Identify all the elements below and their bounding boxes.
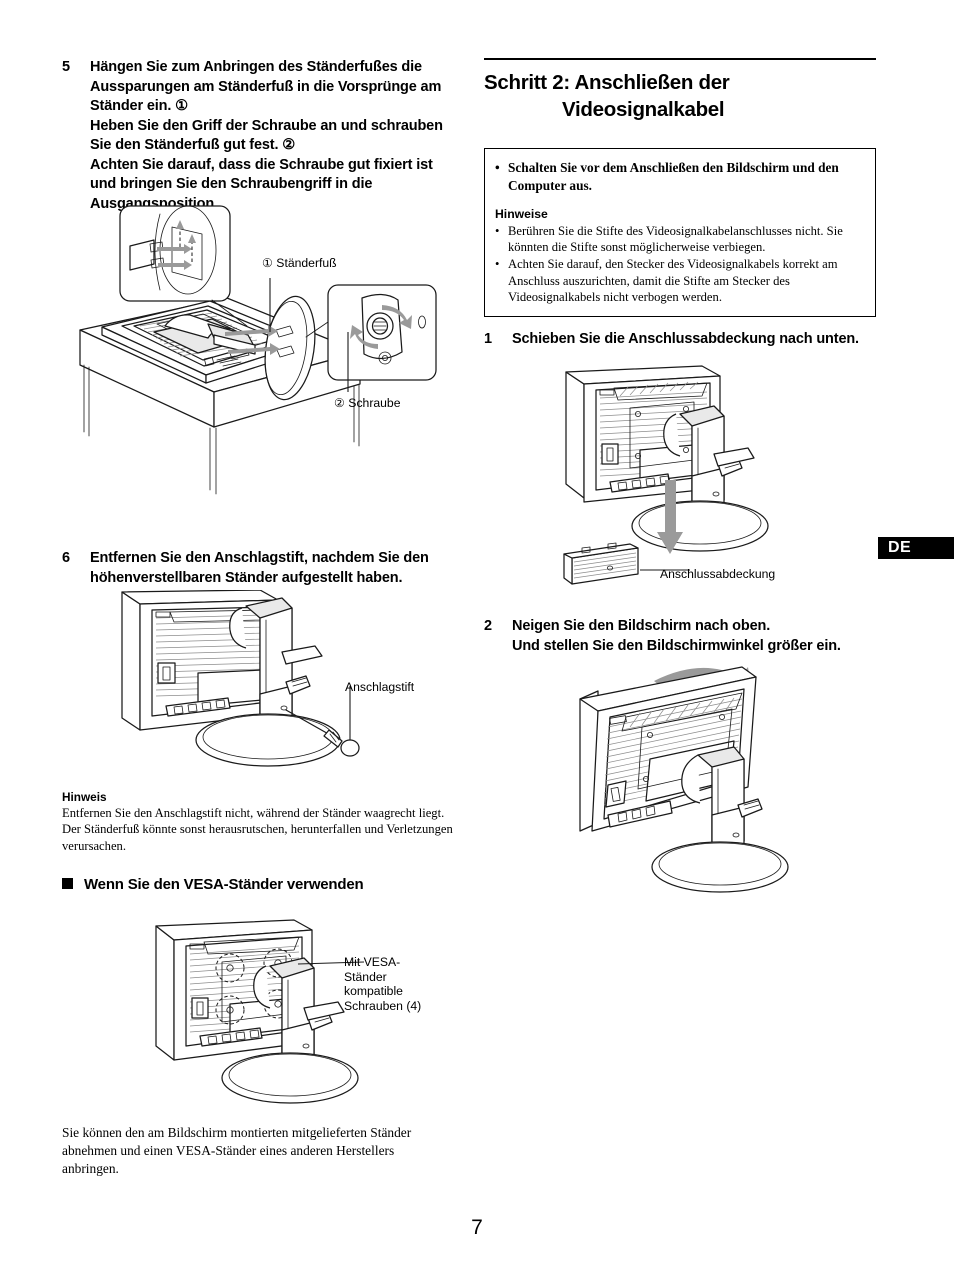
- slide-down-arrow-icon: [657, 480, 683, 554]
- step-1-line-1: Schieben Sie die Anschlussabdeckung nach…: [512, 331, 859, 347]
- warning-box: • Schalten Sie vor dem Anschließen den B…: [484, 148, 876, 318]
- step-5-line-5: Sie den Ständerfuß gut fest. ②: [90, 137, 296, 153]
- figure-tilt-monitor: [552, 655, 852, 905]
- step-2-text: Neigen Sie den Bildschirm nach oben. Und…: [512, 617, 841, 656]
- inset-screw-detail: [305, 284, 437, 381]
- stand-base-tilt: [651, 841, 789, 893]
- hinweis-block: Hinweis Entfernen Sie den Anschlagstift …: [62, 790, 454, 854]
- heading-rule: [484, 58, 876, 60]
- warning-line-1: Schalten Sie vor dem Anschließen den Bil…: [508, 160, 815, 175]
- warning-text: Schalten Sie vor dem Anschließen den Bil…: [508, 159, 863, 194]
- callout-anschlussabdeckung: Anschlussabdeckung: [660, 567, 776, 581]
- square-bullet-icon: [62, 878, 73, 889]
- stand-base-tilt-inner: [658, 842, 782, 886]
- warning-bullet-item: • Schalten Sie vor dem Anschließen den B…: [495, 159, 863, 194]
- figure-vesa-mount: [148, 918, 378, 1118]
- step-6-number: 6: [62, 550, 71, 566]
- step-2-number: 2: [484, 618, 493, 634]
- step-2-block: 2 Neigen Sie den Bildschirm nach oben. U…: [484, 617, 884, 656]
- callout-standerfuss: ① Ständerfuß: [262, 256, 337, 270]
- inset-notch-detail: [119, 205, 248, 327]
- note-text-1: Berühren Sie die Stifte des Videosignalk…: [508, 224, 843, 255]
- step-6-line-1: Entfernen Sie den Anschlagstift, nachdem…: [90, 550, 429, 566]
- vesa-paragraph-block: Sie können den am Bildschirm montierten …: [62, 1124, 454, 1179]
- stand-base-vesa-inner: [228, 1053, 352, 1097]
- note-item-2: • Achten Sie darauf, den Stecker des Vid…: [495, 256, 863, 305]
- hinweis-heading: Hinweis: [62, 790, 107, 804]
- figure-stand-base-attach-svg: [79, 205, 437, 495]
- bullet-mark-icon: •: [495, 224, 500, 238]
- vesa-section-heading-row: Wenn Sie den VESA-Ständer verwenden: [62, 876, 454, 893]
- figure-vesa-mount-svg: [155, 919, 365, 1104]
- figure-connector-cover: [552, 362, 852, 594]
- step-5-line-2: Aussparungen am Ständerfuß in die Vorspr…: [90, 78, 442, 95]
- step-5-text: Hängen Sie zum Anbringen des Ständerfuße…: [90, 58, 443, 214]
- leader-vesa-screws: [297, 961, 365, 965]
- warning-line-2: den Computer aus.: [508, 160, 839, 193]
- figure-tilt-monitor-svg: [579, 666, 789, 893]
- step-5-line-6: Achten Sie darauf, dass die Schraube gut…: [90, 156, 433, 173]
- figure-connector-cover-svg: [563, 365, 769, 585]
- section-heading: Schritt 2: Anschließen der Videosignalka…: [484, 69, 876, 123]
- step-1-text: Schieben Sie die Anschlussabdeckung nach…: [512, 330, 859, 350]
- stand-base-cover-inner: [638, 501, 762, 545]
- figure-stopper-pin-svg: [121, 590, 360, 767]
- step-5-number: 5: [62, 59, 71, 75]
- connector-cover-part: [563, 542, 639, 585]
- left-column: 5 Hängen Sie zum Anbringen des Ständerfu…: [62, 58, 454, 214]
- language-tab-de: DE: [878, 537, 954, 559]
- callout-schraube: ② Schraube: [334, 396, 401, 410]
- stand-base-disc: [264, 295, 316, 401]
- step-6-text: Entfernen Sie den Anschlagstift, nachdem…: [90, 549, 429, 588]
- cover-hatching: [573, 552, 637, 579]
- bullet-mark-icon: •: [495, 257, 500, 272]
- step-6-block: 6 Entfernen Sie den Anschlagstift, nachd…: [62, 549, 454, 588]
- vesa-heading: Wenn Sie den VESA-Ständer verwenden: [62, 876, 454, 893]
- right-column: Schritt 2: Anschließen der Videosignalka…: [484, 58, 876, 318]
- note-text-2: Achten Sie darauf, den Stecker des Video…: [508, 257, 838, 304]
- note-item-1: • Berühren Sie die Stifte des Videosigna…: [495, 223, 863, 255]
- stand-base-cover: [631, 500, 769, 552]
- section-heading-line-1: Schritt 2: Anschließen der: [484, 71, 730, 94]
- alignment-arrows: [225, 325, 280, 355]
- step-6: 6 Entfernen Sie den Anschlagstift, nachd…: [62, 549, 454, 588]
- callout-vesa-screws: Mit VESA- Ständer kompatible Schrauben (…: [344, 955, 422, 1013]
- top-hatch: [619, 381, 699, 397]
- language-tab-label: DE: [888, 539, 912, 556]
- step-1: 1 Schieben Sie die Anschlussabdeckung na…: [484, 330, 884, 350]
- figure-stopper-pin: [110, 590, 400, 785]
- top-hatch-tilt: [629, 697, 735, 728]
- step-5-line-7: und bringen Sie den Schraubengriff in di…: [90, 176, 373, 192]
- step-5-line-4: Heben Sie den Griff der Schraube an und …: [90, 117, 443, 134]
- hinweise-heading: Hinweise: [495, 207, 548, 221]
- section-heading-line-2: Videosignalkabel: [562, 98, 725, 121]
- hinweis-text: Entfernen Sie den Anschlagstift nicht, w…: [62, 806, 453, 853]
- step-5-line-3: Ständer ein. ①: [90, 98, 188, 114]
- step-2-line-2: Und stellen Sie den Bildschirmwinkel grö…: [512, 637, 841, 654]
- vesa-heading-label: Wenn Sie den VESA-Ständer verwenden: [84, 876, 364, 893]
- vesa-holes: [635, 406, 689, 460]
- bullet-mark-icon: •: [495, 160, 500, 175]
- step-5-line-1: Hängen Sie zum Anbringen des Ständerfuße…: [90, 59, 422, 75]
- step-5: 5 Hängen Sie zum Anbringen des Ständerfu…: [62, 58, 454, 214]
- vesa-paragraph: Sie können den am Bildschirm montierten …: [62, 1125, 412, 1177]
- step-6-line-2: höhenverstellbaren Ständer aufgestellt h…: [90, 569, 403, 586]
- step-1-number: 1: [484, 331, 493, 347]
- page-number: 7: [471, 1216, 483, 1239]
- step-2: 2 Neigen Sie den Bildschirm nach oben. U…: [484, 617, 884, 656]
- figure-stand-base-attach: [62, 202, 462, 537]
- stand-base-bottom: [195, 713, 341, 767]
- stand-base-vesa: [221, 1052, 359, 1104]
- step-2-line-1: Neigen Sie den Bildschirm nach oben.: [512, 618, 771, 634]
- callout-anschlagstift: Anschlagstift: [345, 680, 415, 694]
- step-1-block: 1 Schieben Sie die Anschlussabdeckung na…: [484, 330, 884, 350]
